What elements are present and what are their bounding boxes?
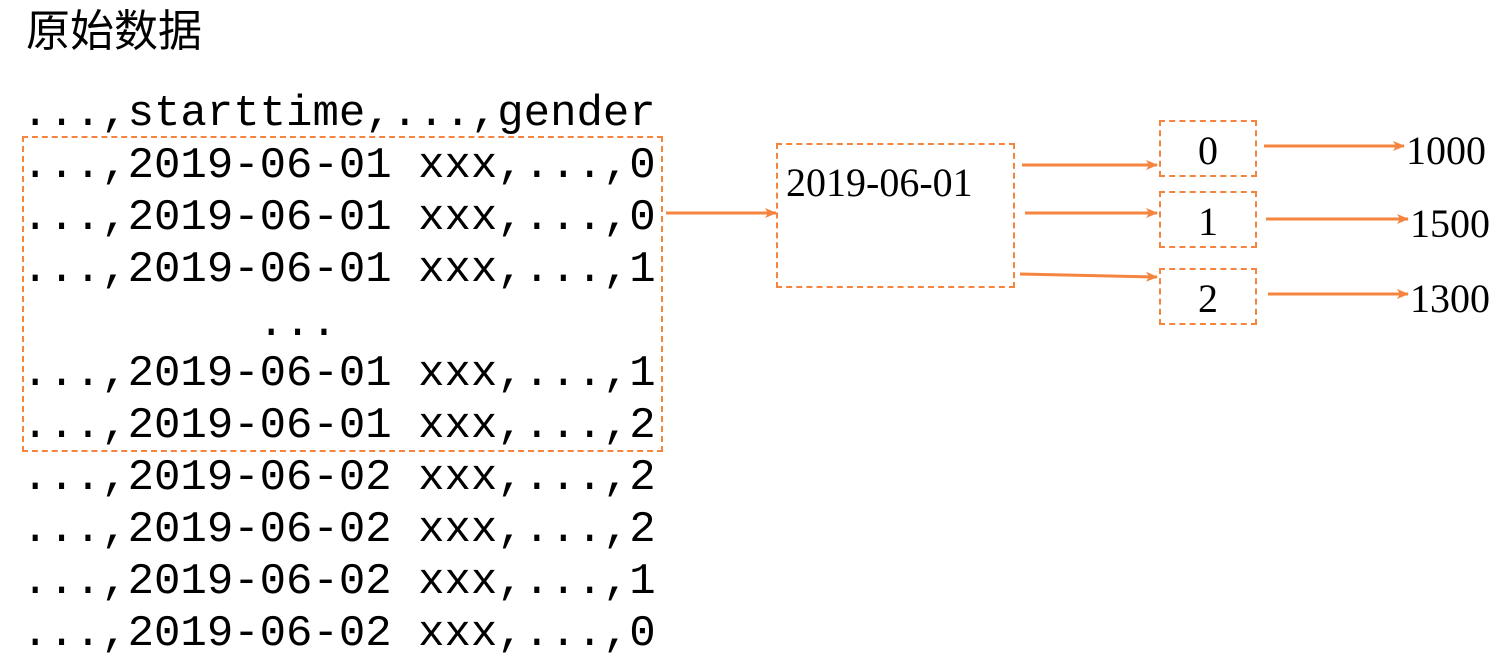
count-label-0: 1000 bbox=[1406, 128, 1486, 173]
gender-box-1 bbox=[1159, 191, 1257, 248]
arrow-date-to-gender-2 bbox=[1019, 271, 1158, 282]
gender-label-0: 0 bbox=[1198, 128, 1218, 173]
data-header-row: ...,starttime,...,gender bbox=[22, 89, 656, 139]
data-row: ...,2019-06-02 xxx,...,2 bbox=[22, 453, 656, 503]
data-row: ...,2019-06-01 xxx,...,1 bbox=[22, 349, 656, 399]
data-row: ...,2019-06-02 xxx,...,2 bbox=[22, 505, 656, 555]
data-row: ...,2019-06-01 xxx,...,2 bbox=[22, 401, 656, 451]
count-label-2: 1300 bbox=[1410, 276, 1490, 321]
data-row: ...,2019-06-01 xxx,...,1 bbox=[22, 245, 656, 295]
gender-box-0 bbox=[1159, 120, 1257, 177]
data-row: ...,2019-06-01 xxx,...,0 bbox=[22, 193, 656, 243]
count-label-1: 1500 bbox=[1410, 201, 1490, 246]
gender-label-2: 2 bbox=[1198, 276, 1218, 321]
date-group-label: 2019-06-01 bbox=[786, 160, 973, 205]
diagram-title: 原始数据 bbox=[26, 6, 202, 57]
data-row: ...,2019-06-01 xxx,...,0 bbox=[22, 141, 656, 191]
gender-box-2 bbox=[1159, 268, 1257, 325]
date-group-box bbox=[776, 143, 1015, 288]
group-selection-box bbox=[22, 136, 663, 452]
gender-label-1: 1 bbox=[1198, 199, 1218, 244]
rows-ellipsis: ... bbox=[258, 299, 338, 349]
data-row: ...,2019-06-02 xxx,...,0 bbox=[22, 609, 656, 659]
data-row: ...,2019-06-02 xxx,...,1 bbox=[22, 557, 656, 607]
